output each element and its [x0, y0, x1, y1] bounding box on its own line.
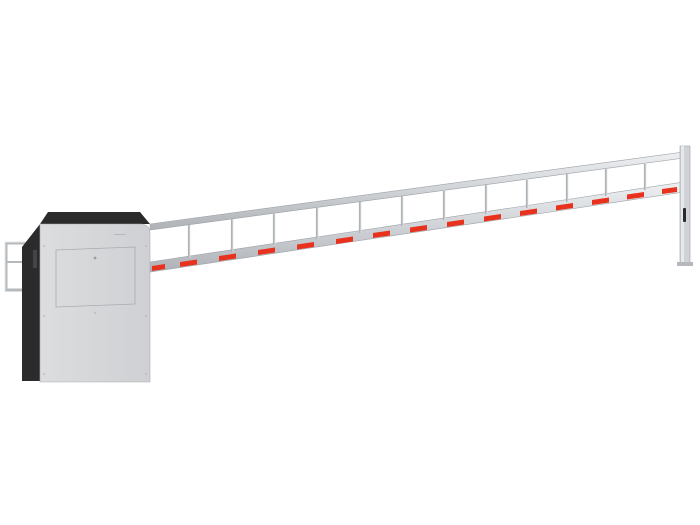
arm-skirt-posts: [187, 164, 647, 258]
cabinet-front: [39, 223, 151, 383]
cabinet-door-panel: [55, 246, 136, 308]
cabinet-top: [40, 212, 150, 224]
barrier-cabinet: ~~~~: [22, 212, 151, 383]
cabinet-side: [22, 224, 40, 381]
barrier-arm: [149, 151, 685, 273]
post-sensor-icon: [683, 208, 686, 222]
arm-top-rail: [149, 151, 685, 231]
cabinet-logo: ~~~~: [114, 232, 126, 239]
end-support-post: [677, 145, 693, 266]
arm-reflectors: [152, 187, 677, 271]
